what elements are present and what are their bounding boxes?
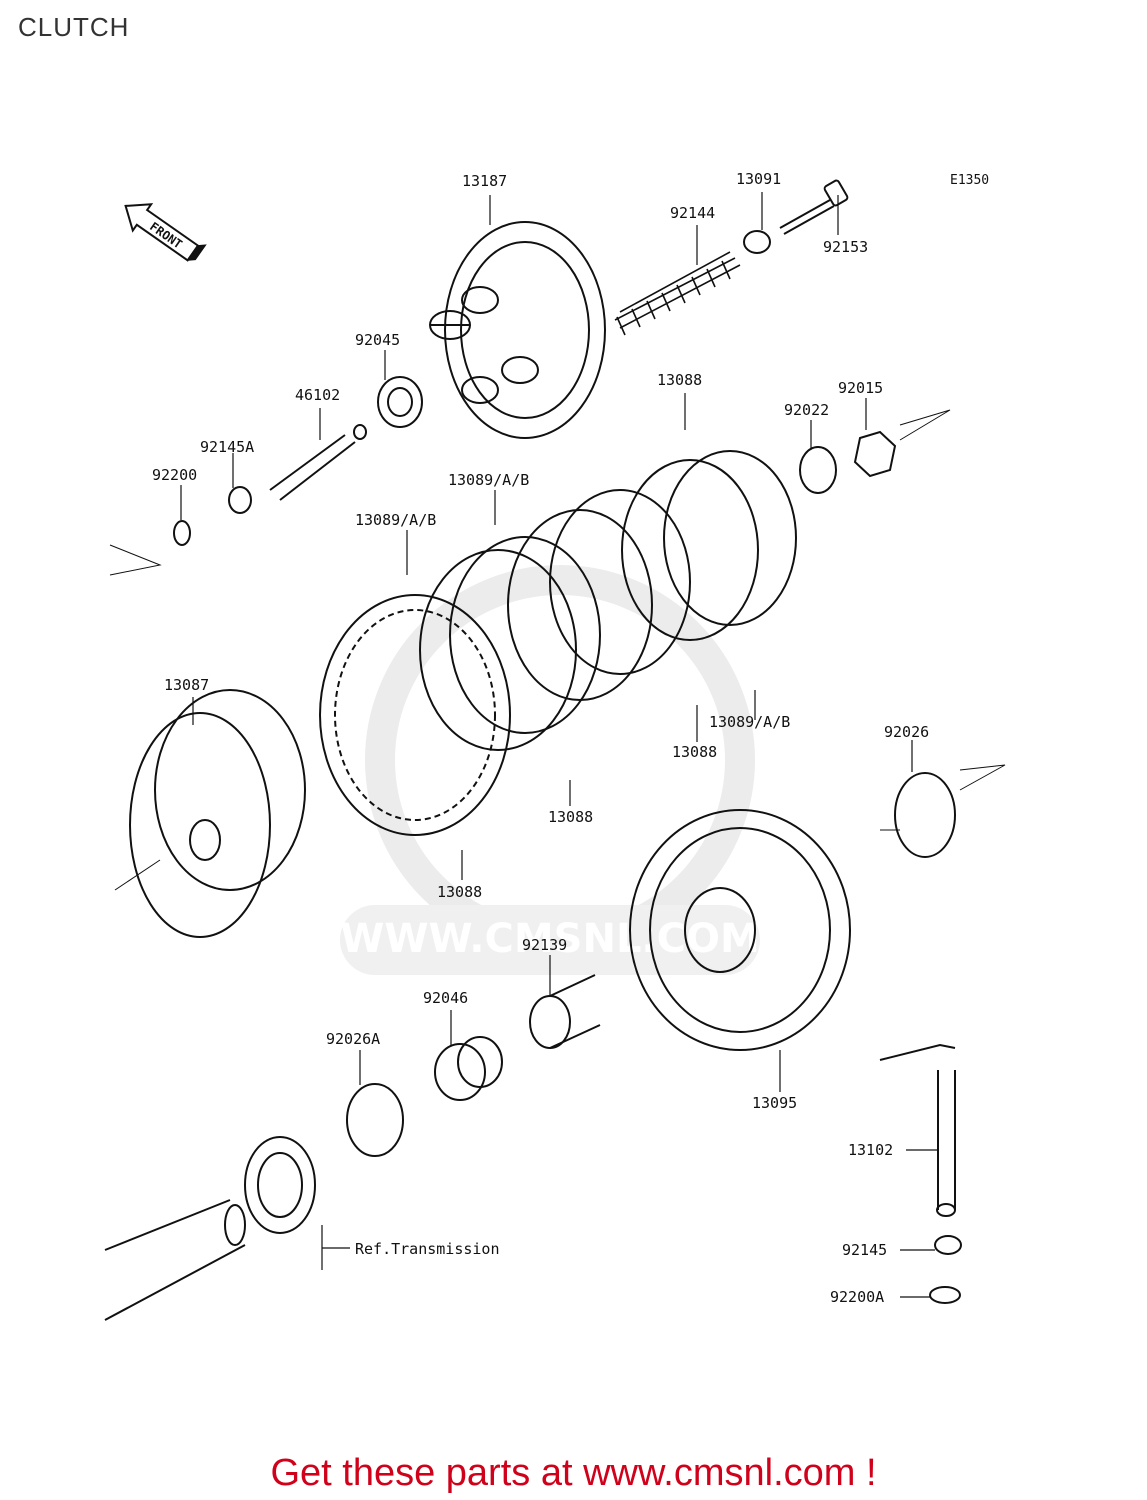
clutch-bolt [779,179,849,235]
callout-label: 92200A [830,1288,884,1306]
callout-label: 13088 [548,808,593,826]
callout-label: 92046 [423,989,468,1007]
callout-label: 13088 [672,743,717,761]
shaft-bearing [244,1136,316,1234]
washer [799,446,837,494]
callout-label: 13102 [848,1141,893,1159]
bearing [377,376,423,428]
transmission-shaft [104,1199,246,1321]
leader-lines [180,192,938,1298]
pressure-plate [429,221,606,439]
callout-label: 92015 [838,379,883,397]
large-washer [894,772,956,858]
callout-label: 92153 [823,238,868,256]
callout-label: 13091 [736,170,781,188]
spring-seat [743,230,771,254]
small-washer [173,520,191,546]
diagram-code: E1350 [950,173,989,188]
callout-label: 92026A [326,1030,380,1048]
release-shaft [879,1043,962,1304]
push-rod [269,424,367,501]
callout-label: 92200 [152,466,197,484]
small-spring [228,486,252,514]
callout-label: 92026 [884,723,929,741]
nut [853,430,897,478]
callout-label: 13095 [752,1094,797,1112]
callout-label: 92144 [670,204,715,222]
needle-bearing [434,1036,503,1101]
callout-label: 13089/A/B [709,713,790,731]
callout-label: 13089/A/B [448,471,529,489]
guide-lines [109,409,1006,891]
callout-label: 92139 [522,936,567,954]
front-arrow-icon: FRONT [124,203,207,262]
callout-label: 13089/A/B [355,511,436,529]
clutch-spring [614,251,741,336]
callout-label: 13088 [437,883,482,901]
clutch-housing [629,809,851,1051]
clutch-exploded-diagram: WWW.CMSNL.COM FRONT E1350 [104,170,1006,1321]
promo-footer[interactable]: Get these parts at www.cmsnl.com ! [270,1452,877,1494]
callout-label: 92045 [355,331,400,349]
friction-plate-stack [319,450,797,836]
page-title: CLUTCH [18,12,130,42]
clutch-hub [129,689,306,938]
callout-label: 13087 [164,676,209,694]
callout-label: 46102 [295,386,340,404]
watermark-text: WWW.CMSNL.COM [340,916,760,962]
callout-label: 92145 [842,1241,887,1259]
thrust-washer [346,1083,404,1157]
sleeve [529,974,601,1049]
watermark: WWW.CMSNL.COM [340,565,760,975]
callout-label: 92022 [784,401,829,419]
callout-label: 13088 [657,371,702,389]
ref-note: Ref.Transmission [355,1240,500,1258]
callout-label: 92145A [200,438,254,456]
callout-label: 13187 [462,172,507,190]
